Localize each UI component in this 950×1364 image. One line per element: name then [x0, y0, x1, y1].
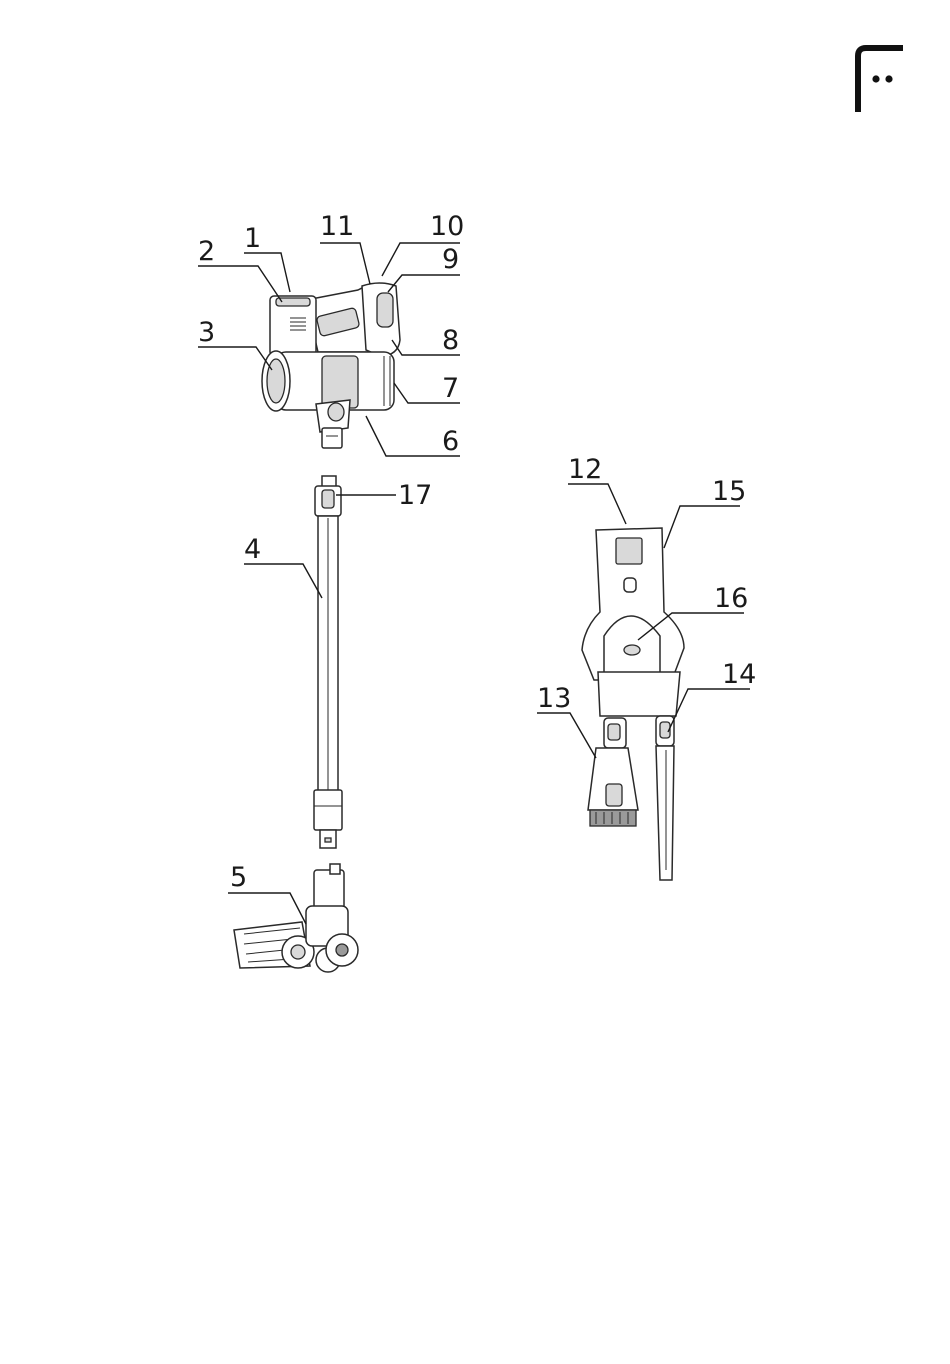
leader-line-1	[244, 253, 290, 292]
leader-line-2	[198, 266, 282, 302]
callout-11: 11	[320, 211, 354, 242]
leader-line-13	[537, 713, 596, 758]
leader-line-11	[320, 243, 370, 284]
callout-16: 16	[714, 583, 748, 614]
leader-line-12	[568, 484, 626, 524]
wall-mount-illustration	[582, 528, 684, 880]
callout-14: 14	[722, 659, 756, 690]
callout-5: 5	[230, 862, 247, 893]
callout-13: 13	[537, 683, 571, 714]
callout-8: 8	[442, 325, 459, 356]
callout-7: 7	[442, 373, 459, 404]
extension-tube-illustration	[314, 476, 342, 848]
callout-1: 1	[244, 223, 261, 254]
callout-2: 2	[198, 236, 215, 267]
leader-line-15	[664, 506, 740, 548]
leader-line-14	[668, 689, 750, 732]
callout-3: 3	[198, 317, 215, 348]
callout-4: 4	[244, 534, 261, 565]
callout-10: 10	[430, 211, 464, 242]
leader-line-3	[198, 347, 272, 370]
brand-logo-icon	[858, 48, 903, 112]
handheld-unit-illustration	[262, 283, 400, 448]
leader-line-5	[228, 893, 306, 924]
callout-9: 9	[442, 244, 459, 275]
callout-12: 12	[568, 454, 602, 485]
leader-line-9	[388, 275, 460, 292]
callout-6: 6	[442, 426, 459, 457]
leader-line-4	[244, 564, 322, 598]
callout-15: 15	[712, 476, 746, 507]
callout-17: 17	[398, 480, 432, 511]
floor-brush-illustration	[234, 864, 358, 972]
